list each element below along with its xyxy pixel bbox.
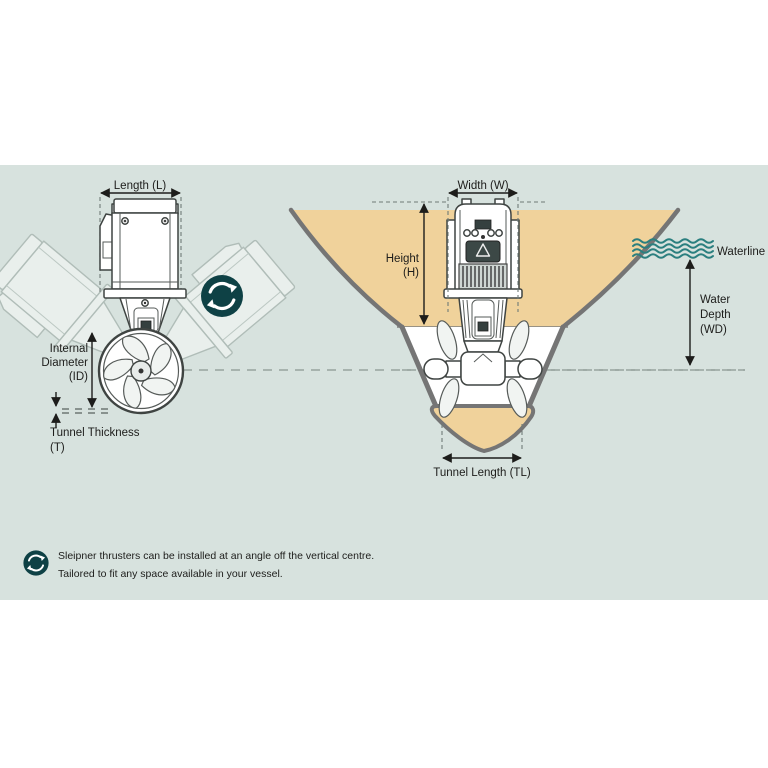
keel-fairing	[429, 404, 536, 453]
footnote-line-1: Sleipner thrusters can be installed at a…	[58, 550, 374, 562]
length-dimension: Length (L)	[100, 180, 181, 198]
height-label-1: Height	[386, 253, 420, 265]
internal-diameter-dimension: Internal Diameter (ID)	[41, 332, 97, 408]
waterline: Waterline	[632, 238, 765, 259]
tunnel-length-label: Tunnel Length (TL)	[433, 467, 531, 479]
width-label: Width (W)	[457, 180, 508, 192]
water-depth-label-3: (WD)	[700, 324, 727, 336]
tunnel-thickness-label-2: (T)	[50, 442, 65, 454]
tunnel-thickness-dimension: Tunnel Thickness (T)	[50, 392, 140, 454]
water-depth-dimension: Water Depth (WD)	[685, 259, 731, 366]
length-label: Length (L)	[114, 180, 167, 192]
internal-diameter-label-1: Internal	[50, 343, 88, 355]
tunnel-thickness-label-1: Tunnel Thickness	[50, 427, 140, 439]
left-thruster-side-view	[99, 197, 187, 334]
footnote-line-2: Tailored to fit any space available in y…	[58, 568, 283, 580]
width-dimension: Width (W)	[447, 180, 519, 312]
water-depth-label-2: Depth	[700, 309, 731, 321]
internal-diameter-label-2: Diameter	[41, 357, 88, 369]
footnote: Sleipner thrusters can be installed at a…	[22, 549, 374, 580]
rotation-icon-small	[22, 549, 50, 577]
waterline-label: Waterline	[717, 246, 765, 258]
tunnel-cross-section	[97, 327, 185, 415]
waterline-waves	[632, 238, 714, 259]
rotation-icon	[199, 273, 245, 319]
propeller	[103, 335, 176, 409]
water-depth-label-1: Water	[700, 294, 730, 306]
thruster-front-view	[423, 198, 543, 418]
height-dimension: Height (H)	[372, 201, 546, 325]
internal-diameter-label-3: (ID)	[69, 371, 88, 383]
height-label-2: (H)	[403, 267, 419, 279]
tunnel-length-dimension: Tunnel Length (TL)	[433, 424, 531, 479]
